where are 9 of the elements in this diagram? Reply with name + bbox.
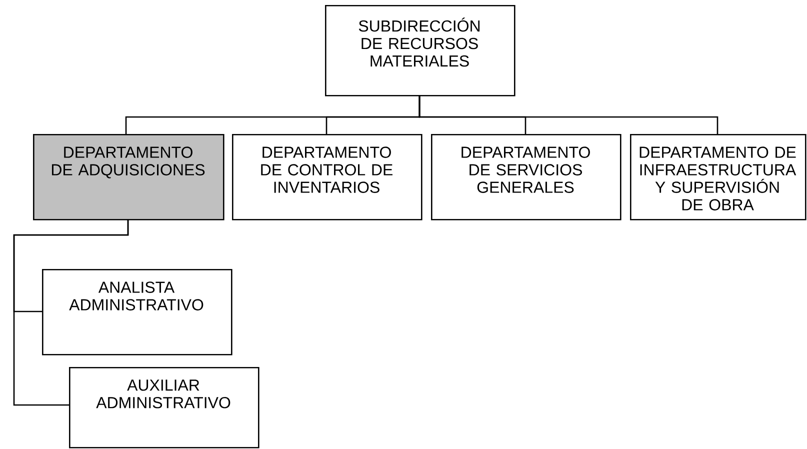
- unit-box: DEPARTAMENTO DE INFRAESTRUCTURA Y SUPERVISIÓN DE OBRA: [630, 134, 806, 220]
- unit-box: DEPARTAMENTO DE CONTROL DE INVENTARIOS: [232, 134, 422, 220]
- connector-line: [13, 219, 129, 406]
- connector-line: [418, 95, 718, 134]
- position-box: AUXILIAR ADMINISTRATIVO: [69, 366, 260, 448]
- unit-box: DEPARTAMENTO DE ADQUISICIONES: [33, 134, 224, 220]
- position-box: ANALISTA ADMINISTRATIVO: [42, 268, 232, 356]
- unit-box: DEPARTAMENTO DE SERVICIOS GENERALES: [431, 134, 622, 220]
- unit-box: SUBDIRECCIÓN DE RECURSOS MATERIALES: [325, 4, 516, 96]
